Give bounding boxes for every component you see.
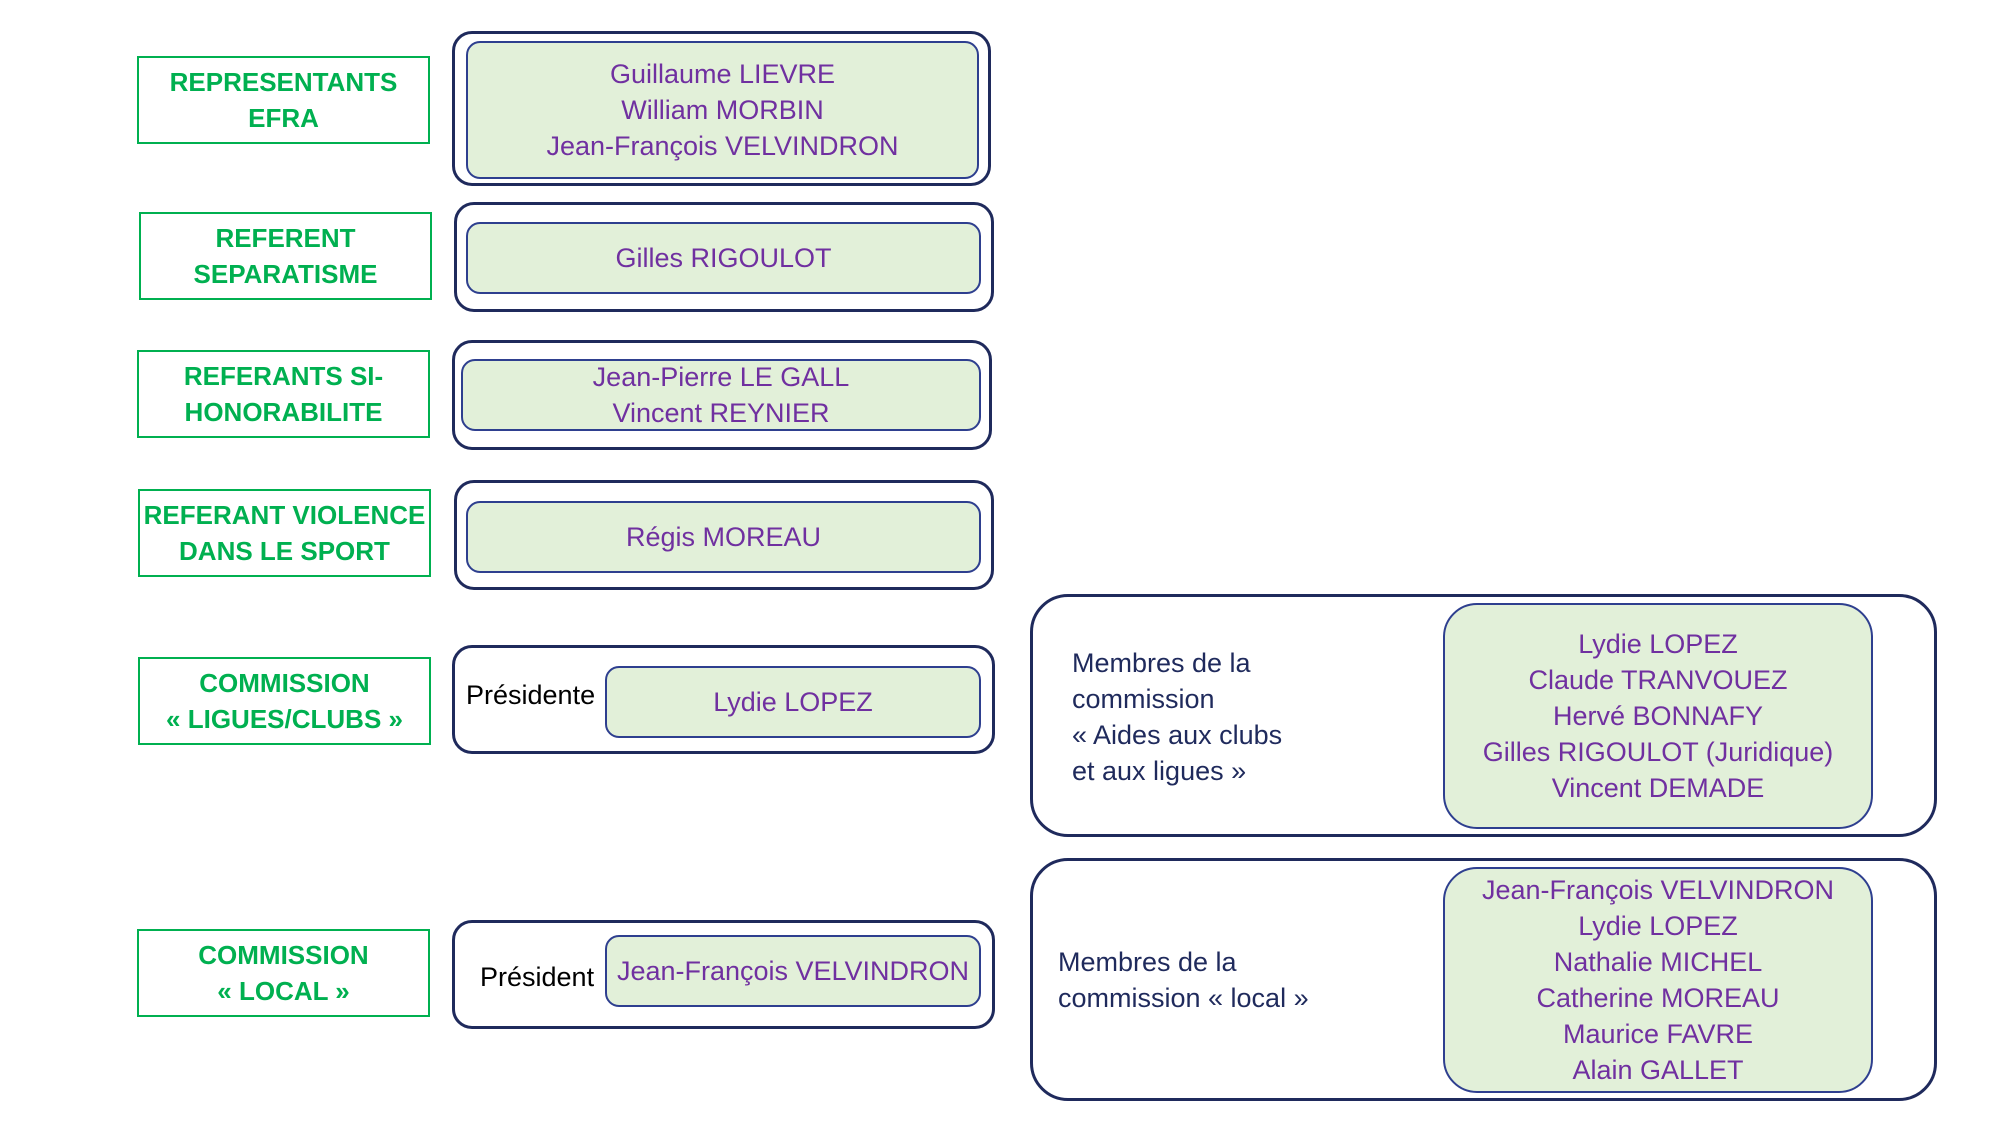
desc-line: commission [1072,684,1215,714]
person-name: Lydie LOPEZ [713,687,873,717]
desc-line: Membres de la [1072,648,1251,678]
person-name: Lydie LOPEZ [1578,911,1738,941]
desc-line: et aux ligues » [1072,756,1247,786]
person-name: Maurice FAVRE [1562,1019,1754,1049]
person-name: Régis MOREAU [625,522,822,552]
person-name: Guillaume LIEVRE [609,59,836,89]
label-representants-efra: REPRESENTANTS EFRA [137,56,430,144]
members-ligues-clubs: Lydie LOPEZ Claude TRANVOUEZ Hervé BONNA… [1443,603,1873,829]
person-name: William MORBIN [621,95,824,125]
label-line: COMMISSION [199,668,370,698]
label-commission-ligues-clubs: COMMISSION « LIGUES/CLUBS » [138,657,431,745]
label-line: « LIGUES/CLUBS » [166,704,403,734]
label-referent-separatisme: REFERENT SEPARATISME [139,212,432,300]
person-name: Jean-François VELVINDRON [546,131,899,161]
label-line: REFERENT [215,223,356,253]
person-name: Claude TRANVOUEZ [1528,665,1788,695]
names-referants-si-honorabilite: Jean-Pierre LE GALL Vincent REYNIER [461,359,981,431]
president-name-local: Jean-François VELVINDRON [605,935,981,1007]
label-line: REFERANTS SI- [183,361,384,391]
desc-line: commission « local » [1058,983,1309,1013]
person-name: Gilles RIGOULOT [615,243,832,273]
label-line: EFRA [248,103,319,133]
person-name: Nathalie MICHEL [1553,947,1763,977]
names-referent-separatisme: Gilles RIGOULOT [466,222,981,294]
label-line: DANS LE SPORT [179,536,390,566]
person-name: Catherine MOREAU [1536,983,1780,1013]
label-line: HONORABILITE [184,397,383,427]
desc-line: « Aides aux clubs [1072,720,1283,750]
label-line: COMMISSION [198,940,369,970]
names-referant-violence: Régis MOREAU [466,501,981,573]
label-referants-si-honorabilite: REFERANTS SI- HONORABILITE [137,350,430,438]
desc-line: Membres de la [1058,947,1237,977]
president-name-ligues-clubs: Lydie LOPEZ [605,666,981,738]
names-representants-efra: Guillaume LIEVRE William MORBIN Jean-Fra… [466,41,979,179]
label-commission-local: COMMISSION « LOCAL » [137,929,430,1017]
president-role-ligues-clubs: Présidente [466,680,596,710]
members-local: Jean-François VELVINDRON Lydie LOPEZ Nat… [1443,867,1873,1093]
label-referant-violence: REFERANT VIOLENCE DANS LE SPORT [138,489,431,577]
person-name: Vincent DEMADE [1551,773,1765,803]
person-name: Jean-François VELVINDRON [616,956,970,986]
person-name: Jean-Pierre LE GALL [592,362,850,392]
person-name: Lydie LOPEZ [1578,629,1738,659]
members-desc-ligues-clubs: Membres de la commission « Aides aux clu… [1072,645,1282,789]
person-name: Vincent REYNIER [612,398,830,428]
label-line: SEPARATISME [193,259,378,289]
president-role-local: Président [480,962,595,992]
label-line: « LOCAL » [217,976,350,1006]
person-name: Jean-François VELVINDRON [1481,875,1835,905]
person-name: Hervé BONNAFY [1552,701,1764,731]
label-line: REFERANT VIOLENCE [143,500,426,530]
person-name: Alain GALLET [1572,1055,1744,1085]
label-line: REPRESENTANTS [169,67,398,97]
person-name: Gilles RIGOULOT (Juridique) [1482,737,1834,767]
members-desc-local: Membres de la commission « local » [1058,944,1309,1016]
